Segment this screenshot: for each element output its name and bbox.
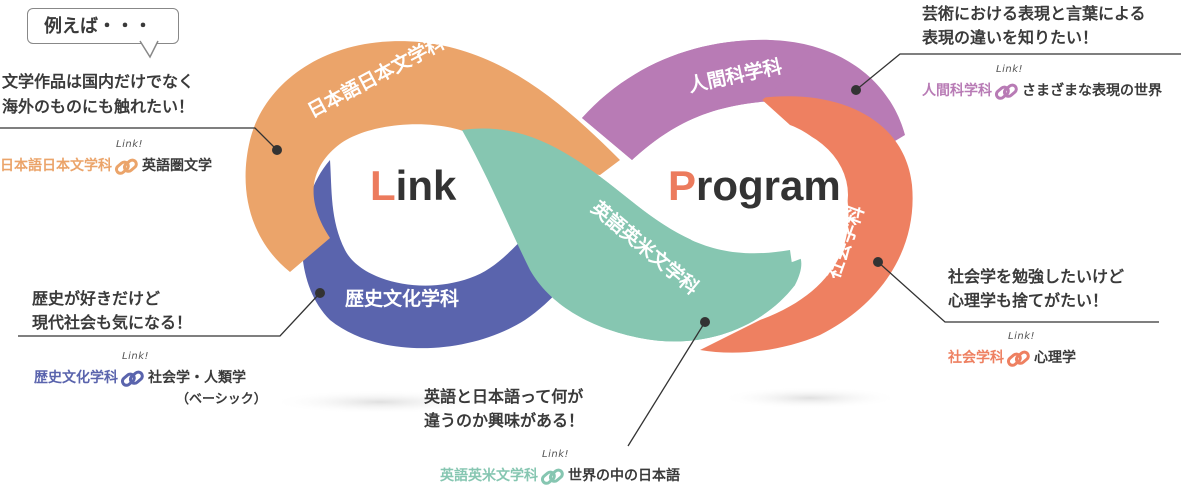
link-dept-human: 人間科学科 [922, 83, 992, 99]
leader-social [877, 261, 1159, 323]
link-row-japanese: 日本語日本文学科 Link! 英語圏文学 [0, 139, 212, 180]
ground-shadow-left [270, 390, 490, 414]
chain-link-icon: Link! [540, 449, 569, 489]
leader-english [627, 321, 706, 447]
callout-human-line2: 表現の違いを知りたい！ [922, 28, 1099, 47]
link-note-history: （ベーシック） [176, 392, 267, 407]
link-target-social: 心理学 [1034, 350, 1076, 366]
callout-japanese-line2: 海外のものにも触れたい！ [2, 97, 195, 116]
chain-link-icon: Link! [120, 351, 149, 391]
leader-dot-social [873, 257, 883, 267]
leader-dot-human [851, 85, 861, 95]
link-dept-social: 社会学科 [948, 350, 1004, 366]
right-hole [672, 123, 848, 267]
link-badge: Link! [996, 64, 1023, 75]
link-badge: Link! [116, 139, 143, 150]
callout-social-line1: 社会学を勉強したいけど [948, 267, 1125, 286]
segment-history [301, 160, 600, 349]
callout-history-line1: 歴史が好きだけど [32, 289, 161, 308]
callout-human-line1: 芸術における表現と言葉による [922, 4, 1146, 23]
link-target-japanese: 英語圏文学 [142, 158, 212, 174]
callout-japanese-line1: 文学作品は国内だけでなく [2, 72, 195, 91]
callout-english-line1: 英語と日本語って何が [424, 387, 584, 406]
chain-link-icon: Link! [1006, 331, 1035, 371]
leader-dot-japanese [272, 145, 282, 155]
callout-english-line2: 違うのか興味がある！ [424, 411, 585, 430]
leader-japanese [0, 127, 278, 151]
link-target-human: さまざまな表現の世界 [1022, 83, 1162, 99]
link-dept-english: 英語英米文学科 [440, 468, 538, 484]
segment-japanese [245, 41, 621, 272]
link-badge: Link! [122, 351, 149, 362]
link-target-english: 世界の中の日本語 [568, 468, 680, 484]
example-bubble [27, 8, 179, 44]
center-program: Program [668, 162, 841, 209]
callout-history-line2: 現代社会も気になる！ [32, 313, 193, 332]
chain-link-icon: Link! [114, 139, 143, 179]
bubble-tail [139, 40, 159, 59]
leader-dot-english [700, 317, 710, 327]
english-overlay [470, 128, 795, 342]
ground-shadow-right [720, 387, 900, 409]
link-row-history: 歴史文化学科 Link! 社会学・人類学 [34, 351, 246, 392]
link-badge: Link! [542, 449, 569, 460]
link-target-history: 社会学・人類学 [148, 370, 246, 386]
segment-label-history: 歴史文化学科 [345, 287, 459, 310]
example-bubble-text: 例えば・・・ [44, 16, 152, 37]
leader-history [18, 292, 321, 337]
link-badge: Link! [1008, 331, 1035, 342]
segment-social [700, 96, 913, 353]
link-row-english: 英語英米文学科 Link! 世界の中の日本語 [440, 449, 680, 490]
leader-dot-history [315, 288, 325, 298]
left-hole [333, 135, 457, 255]
link-dept-japanese: 日本語日本文学科 [0, 158, 112, 174]
link-row-human: 人間科学科 Link! さまざまな表現の世界 [922, 64, 1162, 105]
callout-social-line2: 心理学も捨てがたい！ [948, 291, 1109, 310]
leader-human [855, 53, 1181, 91]
chain-link-icon: Link! [994, 64, 1023, 104]
human-tail [582, 39, 812, 160]
link-row-social: 社会学科 Link! 心理学 [948, 331, 1076, 372]
link-dept-history: 歴史文化学科 [34, 370, 118, 386]
center-link: Link [370, 162, 457, 209]
